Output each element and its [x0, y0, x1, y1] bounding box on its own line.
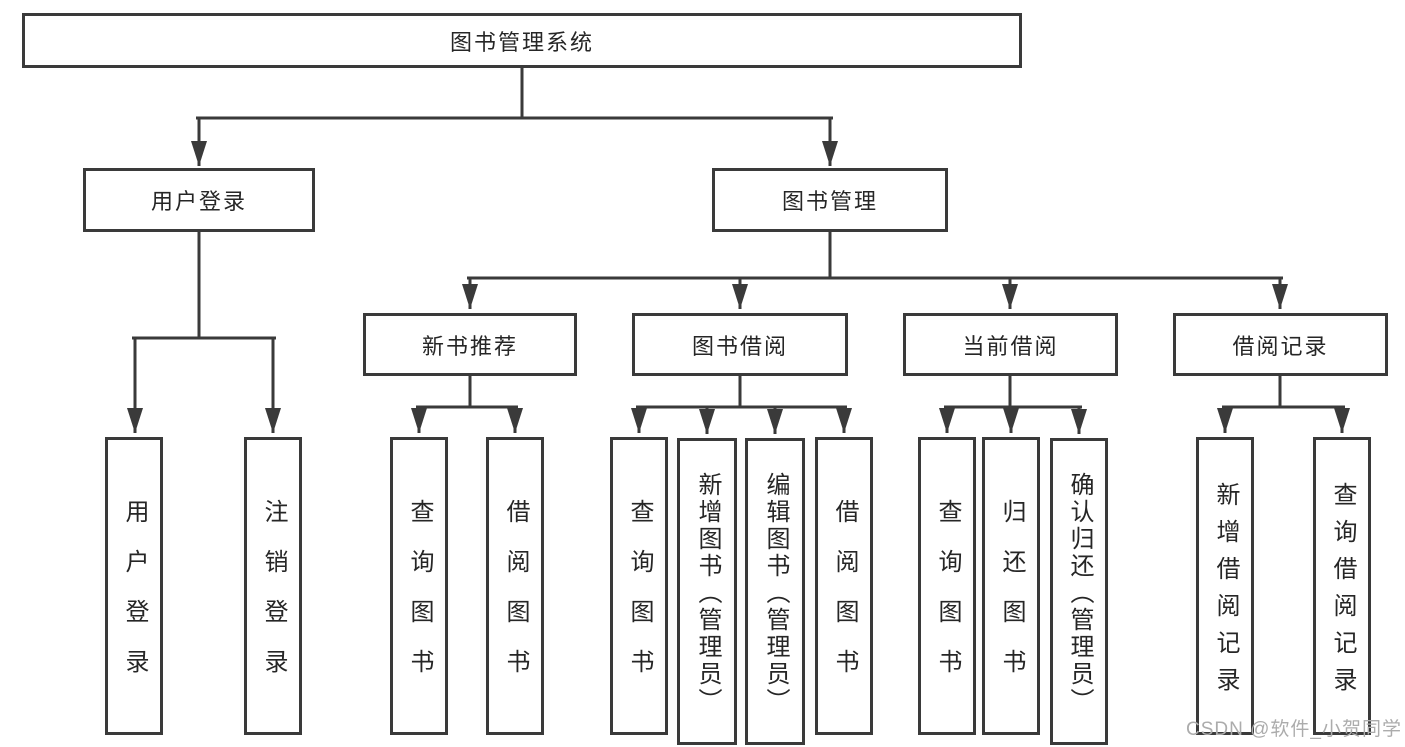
leaf-logout: 注销登录 — [244, 437, 302, 735]
node-new-book-recommend: 新书推荐 — [363, 313, 577, 376]
leaf-confirm-return-admin: 确认归还（管理员） — [1050, 438, 1108, 745]
node-book-management: 图书管理 — [712, 168, 948, 232]
node-book-borrow: 图书借阅 — [632, 313, 848, 376]
node-root: 图书管理系统 — [22, 13, 1022, 68]
leaf-query-books: 查询图书 — [918, 437, 976, 735]
leaf-add-borrow-record: 新增借阅记录 — [1196, 437, 1254, 735]
leaf-query-books: 查询图书 — [610, 437, 668, 735]
leaf-add-books-admin: 新增图书（管理员） — [677, 438, 737, 745]
leaf-borrow-books: 借阅图书 — [486, 437, 544, 735]
csdn-watermark: CSDN @软件_小贺同学 — [1186, 719, 1402, 740]
node-borrow-records: 借阅记录 — [1173, 313, 1388, 376]
leaf-edit-books-admin: 编辑图书（管理员） — [745, 438, 805, 745]
node-current-borrow: 当前借阅 — [903, 313, 1118, 376]
leaf-return-books: 归还图书 — [982, 437, 1040, 735]
leaf-borrow-books: 借阅图书 — [815, 437, 873, 735]
leaf-query-borrow-record: 查询借阅记录 — [1313, 437, 1371, 735]
leaf-query-books: 查询图书 — [390, 437, 448, 735]
leaf-user-login: 用户登录 — [105, 437, 163, 735]
node-user-login: 用户登录 — [83, 168, 315, 232]
